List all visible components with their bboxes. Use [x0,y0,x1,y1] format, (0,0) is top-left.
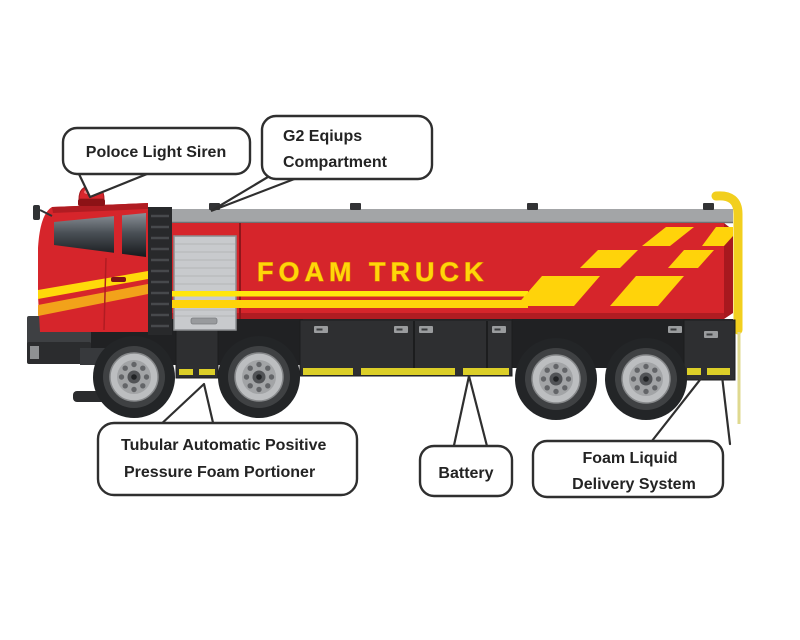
callout-police-light-siren: Poloce Light Siren [61,126,252,199]
callout-tail [76,170,154,199]
callout-label: Tubular Automatic Positive [121,437,326,454]
callout-tail [451,374,490,452]
body-stripe-thin [172,291,528,297]
equipment-rack [148,207,172,335]
callout-battery: Battery [418,374,514,498]
mirror-arm [39,209,53,217]
rear-chevron-graphics [516,227,733,306]
shutter-door [173,235,237,331]
foam-truck-marking: FOAM TRUCK [257,257,488,287]
door-seam [103,257,107,331]
locker-handle [314,326,328,333]
locker-handle [492,326,506,333]
callout-bubble [61,126,252,176]
callout-bubble [418,444,514,498]
wheel-front-2 [217,335,301,419]
callout-tail [210,166,299,213]
wheel-rear-2 [604,337,688,421]
tank-body: FOAM TRUCK [172,203,733,331]
wheel-rear-1 [514,337,598,421]
window-pillar [114,215,122,258]
windshield [54,213,146,257]
tank-rear-face [724,223,733,319]
wheel-front-1 [92,335,176,419]
callout-label: Delivery System [572,476,696,493]
door-handle [111,277,126,282]
roof-strip [172,209,733,223]
callout-foam-portioner: Tubular Automatic Positive Pressure Foam… [96,382,359,497]
roof-fitting [350,203,361,210]
shutter-handle [190,317,218,325]
callout-bubble [260,114,434,181]
callout-bubble [96,421,359,497]
foam-delivery-locker [683,319,736,381]
roof-fitting [527,203,538,210]
callout-bubble [531,439,725,499]
callout-label: Compartment [283,154,388,171]
locker-handle [704,331,718,338]
callout-tail [646,374,705,448]
roof-fitting [703,203,714,210]
callout-label: G2 Eqiups [283,128,362,145]
cab [33,173,148,332]
callout-label: Pressure Foam Portioner [124,464,315,481]
rear-handrail [711,191,743,335]
side-mirror [33,205,40,220]
callout-g2-equips-compartment: G2 Eqiups Compartment [210,114,434,213]
locker-handle [668,326,682,333]
locker-handle [394,326,408,333]
callout-label: Foam Liquid [582,450,677,467]
callout-label: Poloce Light Siren [86,144,226,161]
callout-foam-liquid-delivery: Foam Liquid Delivery System [531,374,732,499]
callout-tail [720,374,732,446]
locker-handle [419,326,433,333]
cab-stripe-orange [38,284,148,316]
callout-label: Battery [438,465,493,482]
body-stripe-thick [172,300,528,308]
